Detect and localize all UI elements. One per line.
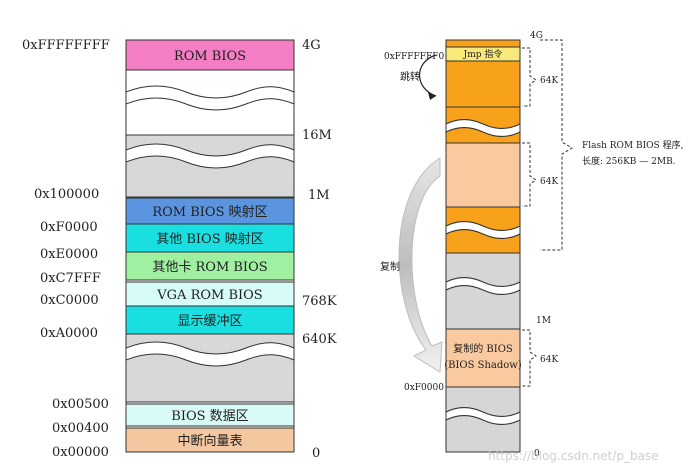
flash-rom-segment [445,142,521,208]
top-address-label: 0xFFFFFFF0 [384,52,445,62]
block-rom-bios [125,39,295,71]
bottom-address-label: 0xF0000 [404,383,444,393]
block-interrupt-vector-table-label: 中断向量表 [177,433,242,449]
block-vga-rom-bios [125,281,295,307]
block-vga-rom-bios-label: VGA ROM BIOS [156,288,262,303]
flash-rom-label: Flash ROM BIOS 程序, [582,139,683,151]
size-label: 16M [302,128,332,143]
break-wave [125,85,295,111]
brace-flash [540,39,573,251]
jump-label: 跳转 [400,70,420,83]
address-label: 0x100000 [34,187,99,202]
bios-shadow-label-1: 复制的 BIOS [453,342,513,355]
mark-1m-label: 1M [536,316,551,326]
brace-64k [522,329,537,387]
jump-arrow [419,54,437,97]
address-label: 0x00500 [52,397,109,412]
bios-shadow-label-2: (BIOS Shadow) [444,360,522,371]
flash-length-label: 长度: 256KB — 2MB. [582,155,676,167]
size-label: 4G [302,38,321,53]
block-other-bios-map [125,223,295,253]
address-label: 0xC0000 [40,293,99,308]
block-rom-bios-map [125,197,295,225]
break-wave [445,407,521,425]
copy-label: 复制 [380,260,400,273]
address-label: 0xA0000 [40,326,98,341]
break-wave [445,277,521,295]
block-rom-bios-map-label: ROM BIOS 映射区 [152,204,267,220]
break-wave [125,341,295,367]
block-display-buffer [125,305,295,335]
address-label: 0xF0000 [40,220,98,235]
watermark: https://blog.csdn.net/p_base [488,449,659,463]
brace-64k [522,142,537,207]
address-label: 0x00400 [52,421,109,436]
address-label: 0xE0000 [40,247,98,262]
size-64k-label: 64K [540,76,558,86]
block-display-buffer-label: 显示缓冲区 [177,314,242,329]
flash-rom-segment [445,60,521,108]
block-other-card-rom-bios-label: 其他卡 ROM BIOS [152,260,267,275]
bios-shadow-block [445,328,521,388]
jump-arrow-head [428,92,436,100]
block-bios-data-label: BIOS 数据区 [171,409,248,424]
bottom-size-label: 0 [534,449,540,459]
size-64k-label: 64K [540,355,558,365]
copy-arrow [398,157,443,373]
size-label: 640K [302,332,337,347]
size-label: 1M [308,188,330,203]
right-memory-map: Jmp 指令 复制的 BIOS (BIOS Shadow) 4G 0xFFFFF… [380,31,683,459]
break-wave [445,221,521,239]
break-wave [445,119,521,137]
jmp-instruction-label: Jmp 指令 [463,48,503,60]
block-rom-bios-label: ROM BIOS [174,49,246,64]
brace-64k [522,47,537,107]
top-size-label: 4G [530,31,543,41]
address-label: 0xC7FFF [40,271,101,286]
block-other-bios-map-label: 其他 BIOS 映射区 [156,231,264,247]
block-bios-data [125,403,295,427]
size-label: 768K [302,294,337,309]
size-label: 0 [312,446,320,461]
left-memory-map: ROM BIOS ROM BIOS 映射区 其他 BIOS 映射区 其他卡 RO… [22,38,337,461]
break-wave [125,143,295,169]
block-interrupt-vector-table [125,427,295,453]
size-64k-label: 64K [540,177,558,187]
address-label: 0xFFFFFFFF [22,38,110,53]
address-label: 0x00000 [52,445,109,460]
block-other-card-rom-bios [125,251,295,281]
